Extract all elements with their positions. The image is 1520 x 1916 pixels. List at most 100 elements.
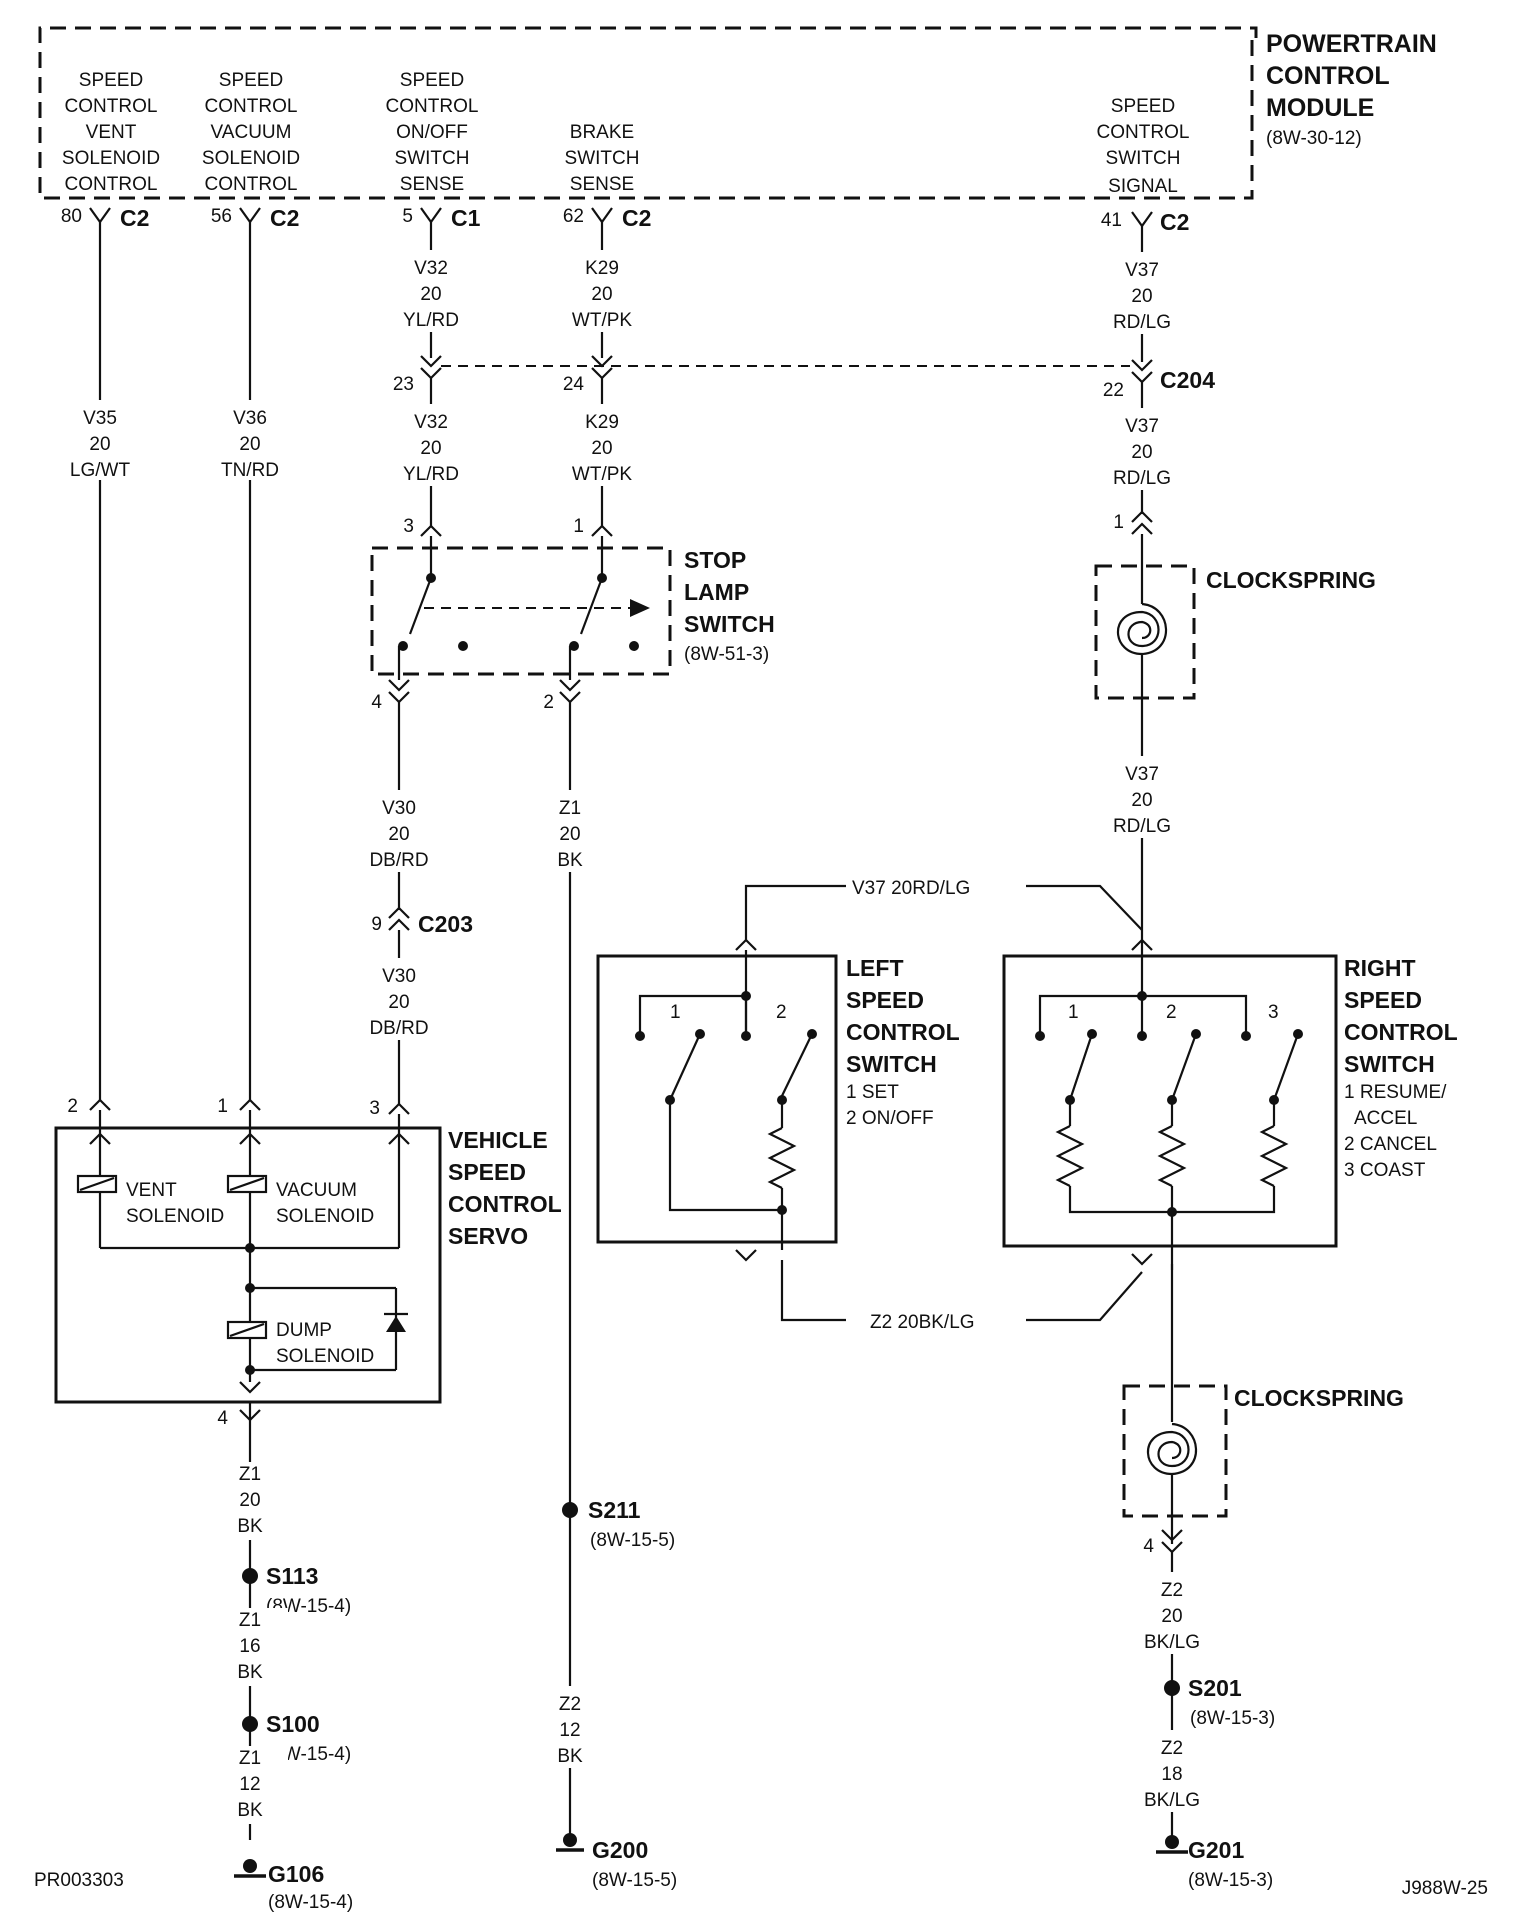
wire-v37c-color: RD/LG — [1113, 816, 1171, 837]
ground-g200-symbol — [556, 1833, 584, 1852]
right-switch-pos-2: 2 — [1166, 1002, 1177, 1023]
servo-dots — [245, 1243, 255, 1375]
wire-z2b-color: BK/LG — [1144, 1632, 1200, 1653]
left-switch-terminals — [735, 938, 757, 1262]
pcm-pin1-desc-2: CONTROL — [65, 96, 158, 117]
pcm-pin1-desc-4: SOLENOID — [62, 148, 160, 169]
wire-k29a-gauge: 20 — [591, 284, 612, 305]
pcm-pin4-desc-1: BRAKE — [570, 122, 634, 143]
wire-z1d-gauge: 12 — [239, 1774, 260, 1795]
servo-vent-2: SOLENOID — [126, 1206, 224, 1227]
wire-v37b-circuit: V37 — [1125, 416, 1159, 437]
servo-diode-icon — [384, 1312, 408, 1332]
wire-z2b-circuit: Z2 — [1161, 1580, 1183, 1601]
pcm-conn-c2-b: C2 — [270, 205, 299, 231]
stop-pin-4: 4 — [371, 692, 382, 713]
wire-v37b-color: RD/LG — [1113, 468, 1171, 489]
stop-lamp-name-1: STOP — [684, 547, 746, 573]
wire-z2c-gauge: 18 — [1161, 1764, 1182, 1785]
wire-v36-gauge: 20 — [239, 434, 260, 455]
splice-s201-ref: (8W-15-3) — [1190, 1708, 1275, 1729]
wire-v30b-color: DB/RD — [369, 1018, 428, 1039]
wire-v36-circuit: V36 — [233, 408, 267, 429]
wire-v32b-circuit: V32 — [414, 412, 448, 433]
wire-v35-color: LG/WT — [70, 460, 131, 481]
pcm-pin1-desc-5: CONTROL — [65, 174, 158, 195]
splice-s201-dot — [1164, 1680, 1180, 1696]
wire-z2-left-link — [780, 1260, 846, 1322]
clockspring-bottom-pin: 4 — [1143, 1536, 1154, 1557]
wire-v37b-gauge: 20 — [1131, 442, 1152, 463]
ground-g201: G201 — [1188, 1837, 1244, 1863]
pcm-pin4-desc-3: SENSE — [570, 174, 634, 195]
stop-pin-1: 1 — [573, 516, 584, 537]
left-switch-pos-1: 1 — [670, 1002, 681, 1023]
c204-pin-23: 23 — [393, 374, 414, 395]
wire-z1a-color: BK — [557, 850, 583, 871]
splice-s113-dot — [242, 1568, 258, 1584]
footer-right: J988W-25 — [1402, 1878, 1488, 1899]
wire-z2a-color: BK — [557, 1746, 583, 1767]
ground-g200-ref: (8W-15-5) — [592, 1870, 677, 1891]
stop-pin-3: 3 — [403, 516, 414, 537]
wire-v35-circuit: V35 — [83, 408, 117, 429]
servo-terminals — [89, 1098, 410, 1115]
pcm-pin2-desc-5: CONTROL — [205, 174, 298, 195]
c203-label: C203 — [418, 911, 473, 937]
wire-z1a-circuit: Z1 — [559, 798, 581, 819]
pcm-conn-c1: C1 — [451, 205, 481, 231]
wire-z2a-gauge: 12 — [559, 1720, 580, 1741]
splice-s100: S100 — [266, 1711, 320, 1737]
wire-v35-gauge: 20 — [89, 434, 110, 455]
clockspring-bottom-label: CLOCKSPRING — [1234, 1385, 1404, 1411]
splice-s100-dot — [242, 1716, 258, 1732]
wire-k29b-gauge: 20 — [591, 438, 612, 459]
pcm-pin2-desc-2: CONTROL — [205, 96, 298, 117]
pcm-title-1: POWERTRAIN — [1266, 30, 1437, 58]
pcm-conn-c2-c: C2 — [622, 205, 651, 231]
servo-pin-3: 3 — [369, 1098, 380, 1119]
pcm-pin3-desc-1: SPEED — [400, 70, 464, 91]
left-switch-box — [596, 954, 838, 1244]
wire-v37c-circuit: V37 — [1125, 764, 1159, 785]
servo-pin-4: 4 — [217, 1408, 228, 1429]
wire-v30b-gauge: 20 — [388, 992, 409, 1013]
right-switch-name-3: CONTROL — [1344, 1019, 1458, 1045]
servo-vacuum-1: VACUUM — [276, 1180, 357, 1201]
clockspring-bottom-spiral — [1146, 1422, 1198, 1476]
right-switch-legend-2: ACCEL — [1354, 1108, 1417, 1129]
wire-z2c-color: BK/LG — [1144, 1790, 1200, 1811]
ground-g106-symbol — [234, 1859, 266, 1878]
wire-v32b-gauge: 20 — [420, 438, 441, 459]
pcm-title-3: MODULE — [1266, 94, 1374, 122]
wire-v32a-color: YL/RD — [403, 310, 459, 331]
right-switch-box — [1002, 954, 1338, 1248]
wire-z1a-gauge: 20 — [559, 824, 580, 845]
left-switch-name-3: CONTROL — [846, 1019, 960, 1045]
clockspring-bottom-box — [1122, 1384, 1228, 1518]
pcm-pin1-desc-3: VENT — [86, 122, 137, 143]
wire-v37-left-link — [744, 884, 846, 940]
left-switch-dots — [635, 991, 817, 1215]
pcm-ref: (8W-30-12) — [1266, 128, 1362, 149]
right-switch-legend-4: 3 COAST — [1344, 1160, 1426, 1181]
clockspring-top-terminal — [1131, 510, 1153, 535]
pcm-title-2: CONTROL — [1266, 62, 1390, 90]
right-switch-legend-3: 2 CANCEL — [1344, 1134, 1437, 1155]
clockspring-top-label: CLOCKSPRING — [1206, 567, 1376, 593]
splice-s211: S211 — [588, 1497, 641, 1523]
wire-v30b-circuit: V30 — [382, 966, 416, 987]
pcm-pin3-desc-4: SWITCH — [395, 148, 470, 169]
c204-pin-24: 24 — [563, 374, 585, 395]
pcm-pin3-desc-2: CONTROL — [386, 96, 479, 117]
right-switch-name-4: SWITCH — [1344, 1051, 1435, 1077]
ground-g201-ref: (8W-15-3) — [1188, 1870, 1273, 1891]
servo-vacuum-2: SOLENOID — [276, 1206, 374, 1227]
wire-k29b-color: WT/PK — [572, 464, 632, 485]
pcm-pin1-desc-1: SPEED — [79, 70, 143, 91]
pcm-conn-c2-d: C2 — [1160, 209, 1189, 235]
wire-z1d-color: BK — [237, 1800, 263, 1821]
stop-lamp-ref: (8W-51-3) — [684, 644, 769, 665]
c203-pin: 9 — [371, 914, 382, 935]
